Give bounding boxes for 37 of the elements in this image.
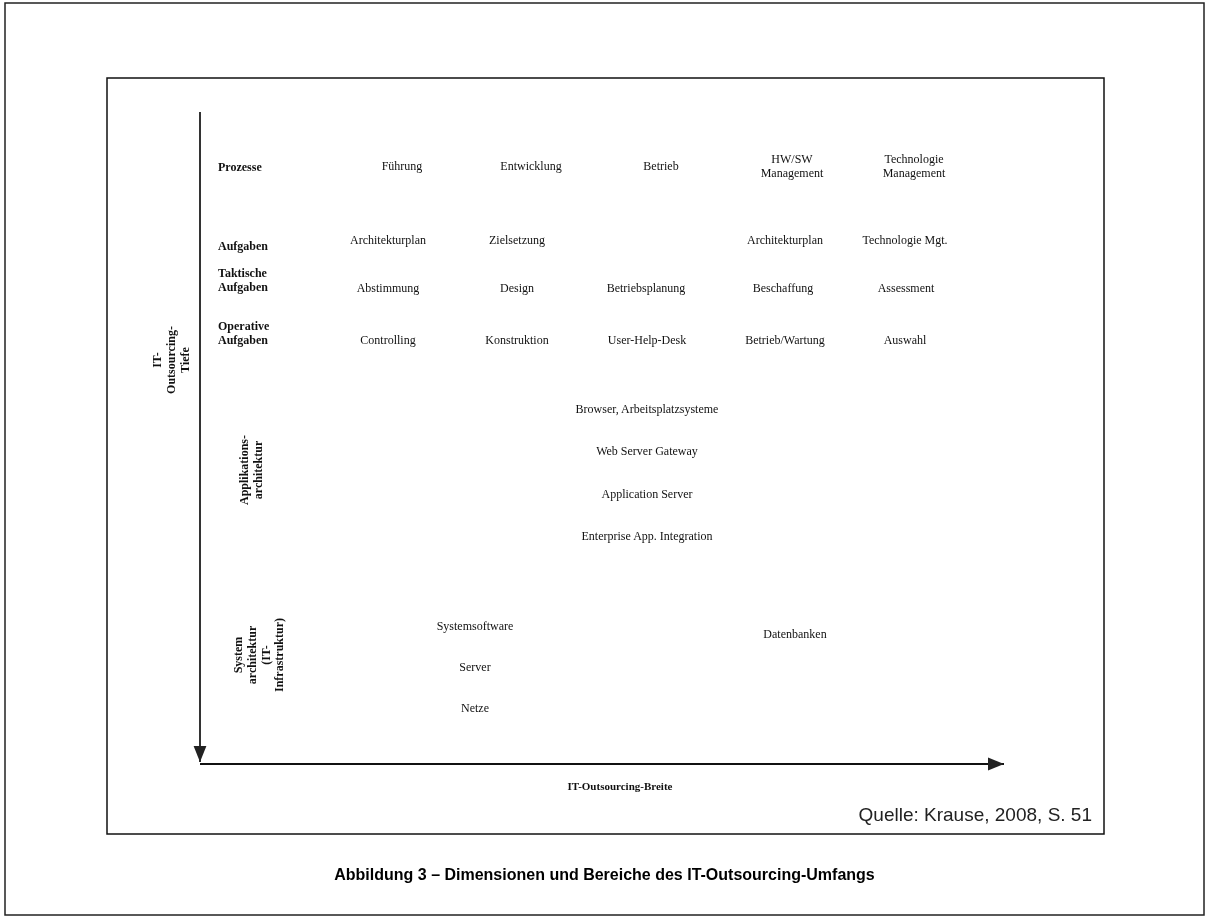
row-heading: Aufgaben bbox=[218, 240, 268, 254]
cell-text: Zielsetzung bbox=[489, 234, 545, 248]
cell-text: HW/SW Management bbox=[760, 153, 824, 181]
cell-text: Betrieb/Wartung bbox=[745, 334, 825, 348]
row-heading: Operative Aufgaben bbox=[218, 320, 270, 348]
row-heading: Prozesse bbox=[218, 161, 262, 175]
cell-text: Assessment bbox=[877, 282, 935, 296]
cell-text: Netze bbox=[461, 702, 489, 716]
cell-text: Server bbox=[459, 661, 491, 675]
cell-text: Konstruktion bbox=[485, 334, 549, 348]
cell-text: Beschaffung bbox=[752, 282, 814, 296]
cell-text: Betriebsplanung bbox=[606, 282, 686, 296]
cell-text: Browser, Arbeitsplatzsysteme bbox=[575, 403, 719, 417]
source-note: Quelle: Krause, 2008, S. 51 bbox=[858, 804, 1092, 826]
cell-text: Architekturplan bbox=[747, 234, 823, 248]
cell-text: Betrieb bbox=[643, 160, 679, 174]
cell-text: Auswahl bbox=[883, 334, 927, 348]
cell-text: Enterprise App. Integration bbox=[581, 530, 713, 544]
axis-label: IT-Outsourcing-Tiefe bbox=[151, 326, 193, 394]
cell-text: Web Server Gateway bbox=[596, 445, 698, 459]
row-heading: Taktische Aufgaben bbox=[218, 267, 268, 295]
cell-text: Design bbox=[500, 282, 534, 296]
cell-text: Datenbanken bbox=[763, 628, 827, 642]
row-heading: System architektur (IT-Infrastruktur) bbox=[232, 618, 288, 692]
cell-text: User-Help-Desk bbox=[607, 334, 687, 348]
cell-text: Abstimmung bbox=[356, 282, 420, 296]
cell-text: Technologie Management bbox=[882, 153, 946, 181]
cell-text: Systemsoftware bbox=[436, 620, 514, 634]
cell-text: Application Server bbox=[601, 488, 693, 502]
cell-text: Technologie Mgt. bbox=[862, 234, 948, 248]
figure-caption: Abbildung 3 – Dimensionen und Bereiche des IT-Outsourcing-Umfangs bbox=[333, 866, 876, 884]
cell-text: Entwicklung bbox=[500, 160, 562, 174]
axis-label: IT-Outsourcing-Breite bbox=[567, 779, 673, 793]
row-heading: Applikations- architektur bbox=[238, 435, 266, 505]
cell-text: Controlling bbox=[360, 334, 416, 348]
cell-text: Führung bbox=[381, 160, 423, 174]
cell-text: Architekturplan bbox=[350, 234, 426, 248]
